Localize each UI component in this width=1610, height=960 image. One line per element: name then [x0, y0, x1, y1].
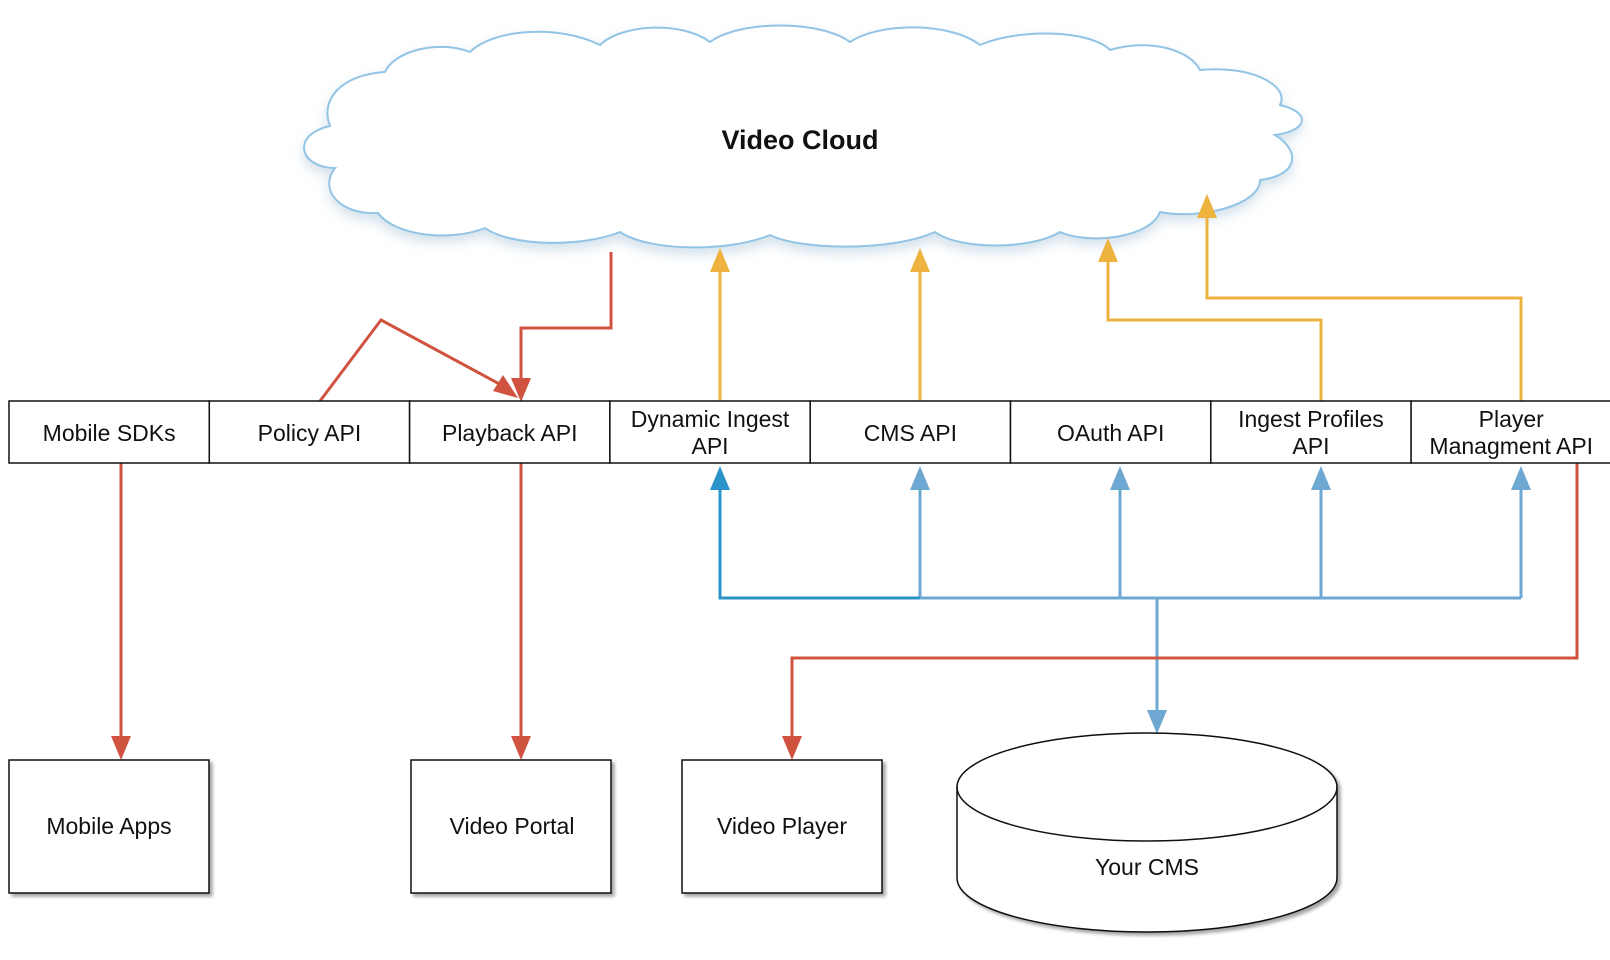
blue-connectors	[918, 484, 1523, 712]
cylinder-top-rim	[956, 786, 1338, 842]
mobile-sdks-box: Mobile SDKs	[8, 400, 211, 464]
policy-api-box: Policy API	[208, 400, 411, 464]
box-frame	[208, 400, 411, 464]
arrowhead-down	[782, 736, 802, 760]
oauth-api-label: OAuth API	[1057, 420, 1164, 446]
policy-to-playback-line	[318, 318, 506, 402]
playback-api-box: Playback API	[408, 400, 611, 464]
box-frame	[681, 759, 883, 894]
cloud-shape	[303, 24, 1303, 249]
arrowhead-down	[111, 736, 131, 760]
arrowhead-up	[910, 248, 930, 272]
your-cms-database: Your CMS	[956, 732, 1338, 933]
video-player-box: Video Player	[681, 759, 883, 894]
api-row: Mobile SDKs Policy API Playback API Dynamic…	[8, 400, 1610, 464]
player-management-api-label: Player	[1479, 406, 1545, 432]
cms-api-label: CMS API	[864, 420, 957, 446]
player-mgmt-to-player-line	[790, 463, 1579, 738]
cms-api-box: CMS API	[809, 400, 1012, 464]
video-player-label: Video Player	[717, 813, 847, 839]
your-cms-label: Your CMS	[1095, 854, 1199, 880]
arrowhead-up	[910, 466, 930, 490]
mobile-apps-label: Mobile Apps	[46, 813, 171, 839]
policy-api-label: Policy API	[258, 420, 362, 446]
box-frame	[1210, 400, 1412, 464]
arrowhead-down	[511, 736, 531, 760]
blue-arrowheads	[710, 466, 1531, 734]
dark-blue-connectors	[718, 484, 920, 600]
arrowhead-up	[710, 248, 730, 272]
player-management-api-label: Managment API	[1429, 433, 1593, 459]
box-frame	[609, 400, 811, 464]
arrowhead-down	[493, 375, 518, 398]
cylinder-body	[956, 732, 1338, 933]
orange-connectors	[718, 214, 1523, 401]
arrowhead-up	[1311, 466, 1331, 490]
playback-api-label: Playback API	[442, 420, 578, 446]
arrowhead-up	[1110, 466, 1130, 490]
mobile-apps-box: Mobile Apps	[8, 759, 210, 894]
box-frame	[410, 759, 612, 894]
orange-arrowheads	[710, 194, 1217, 272]
cloud-to-playback-line	[519, 252, 613, 382]
box-frame	[1009, 400, 1212, 464]
video-portal-box: Video Portal	[410, 759, 612, 894]
dynamic-ingest-feed-line	[718, 484, 920, 600]
arrowhead-down	[511, 378, 531, 402]
red-arrowheads	[111, 375, 802, 760]
player-mgmt-to-cloud-line	[1205, 214, 1523, 401]
ingest-profiles-api-label: API	[1292, 433, 1329, 459]
box-frame	[8, 400, 211, 464]
ingest-profiles-api-label: Ingest Profiles	[1238, 406, 1384, 432]
oauth-api-box: OAuth API	[1009, 400, 1212, 464]
dynamic-ingest-api-label: Dynamic Ingest	[631, 406, 790, 432]
arrowhead-up	[710, 466, 730, 490]
arrowhead-down	[1147, 710, 1167, 734]
arrowhead-up	[1098, 238, 1118, 262]
mobile-sdks-label: Mobile SDKs	[43, 420, 176, 446]
box-frame	[1410, 400, 1610, 464]
connectors	[111, 194, 1579, 760]
cloud-label: Video Cloud	[721, 125, 878, 155]
dynamic-ingest-api-label: API	[692, 433, 729, 459]
video-portal-label: Video Portal	[450, 813, 575, 839]
video-cloud: Video Cloud	[303, 24, 1303, 249]
arrowhead-up	[1197, 194, 1217, 218]
box-frame	[8, 759, 210, 894]
box-frame	[408, 400, 611, 464]
red-connectors	[119, 252, 1579, 738]
arrowhead-up	[1511, 466, 1531, 490]
ingest-profiles-to-cloud-line	[1106, 258, 1323, 401]
